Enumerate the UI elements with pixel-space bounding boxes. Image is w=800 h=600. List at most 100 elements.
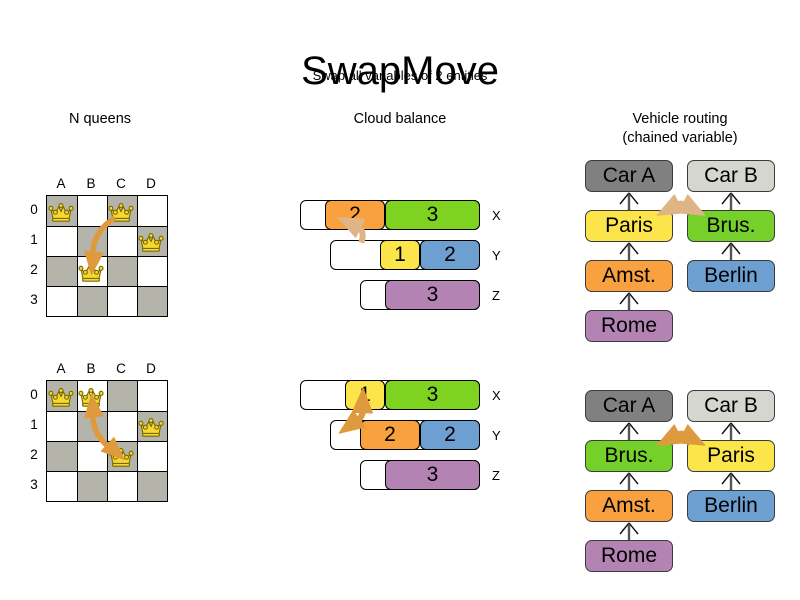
cloud-bar-label-after-Z: Z xyxy=(492,468,500,483)
vr-before-a-link-1 xyxy=(619,192,639,210)
cloud-segment-after-Y-1[interactable]: 2 xyxy=(420,420,480,450)
vr-after-a-node-0[interactable]: Car A xyxy=(585,390,673,422)
board-after-column-label-A: A xyxy=(56,361,66,376)
cloud-bar-label-after-Y: Y xyxy=(492,428,501,443)
vr-after-a-link-1 xyxy=(619,422,639,440)
board-before-queen-D1[interactable] xyxy=(137,226,165,254)
board-after-gridline-v-3 xyxy=(136,381,138,501)
vr-before-a-link-3 xyxy=(619,292,639,310)
board-before-row-label-2: 2 xyxy=(30,262,38,277)
vr-before-swap-arrow xyxy=(656,194,706,216)
board-after-cell-D2[interactable] xyxy=(137,441,167,471)
board-before-cell-A1[interactable] xyxy=(47,226,77,256)
cloud-bar-label-before-Y: Y xyxy=(492,248,501,263)
vr-before-b-node-2[interactable]: Berlin xyxy=(687,260,775,292)
board-before-queen-A0[interactable] xyxy=(47,196,75,224)
vr-after-swap-arrow xyxy=(656,424,706,446)
board-after-cell-A1[interactable] xyxy=(47,411,77,441)
board-after-cell-B3[interactable] xyxy=(77,471,107,501)
board-after-column-label-B: B xyxy=(86,361,96,376)
vr-after-a-link-2 xyxy=(619,472,639,490)
section-title-vehicle-routing-line2: (chained variable) xyxy=(622,130,738,146)
board-after-queen-B0[interactable] xyxy=(77,381,105,409)
board-after-cell-A3[interactable] xyxy=(47,471,77,501)
vr-after-a-node-2[interactable]: Amst. xyxy=(585,490,673,522)
board-after-column-label-C: C xyxy=(116,361,126,376)
board-before-cell-C2[interactable] xyxy=(107,256,137,286)
cloud-bar-label-after-X: X xyxy=(492,388,501,403)
board-before-row-label-0: 0 xyxy=(30,202,38,217)
board-after-row-label-2: 2 xyxy=(30,447,38,462)
vr-after-b-node-1[interactable]: Paris xyxy=(687,440,775,472)
board-after-column-label-D: D xyxy=(146,361,156,376)
board-after-swap-arrow xyxy=(84,394,125,461)
vr-before-a-link-2 xyxy=(619,242,639,260)
board-before-swap-arrow xyxy=(84,215,117,275)
cloud-segment-after-X-1[interactable]: 3 xyxy=(385,380,480,410)
board-before-column-label-B: B xyxy=(86,176,96,191)
cloud-segment-before-X-1[interactable]: 3 xyxy=(385,200,480,230)
board-before-row-label-1: 1 xyxy=(30,232,38,247)
cloud-swap-arrow-before xyxy=(337,217,366,244)
board-after-queen-A0[interactable] xyxy=(47,381,75,409)
vr-before-b-node-0[interactable]: Car B xyxy=(687,160,775,192)
cloud-segment-after-Y-0[interactable]: 2 xyxy=(360,420,420,450)
cloud-bar-label-before-X: X xyxy=(492,208,501,223)
board-before-cell-B3[interactable] xyxy=(77,286,107,316)
board-before-cell-B0[interactable] xyxy=(77,196,107,226)
vr-before-a-node-2[interactable]: Amst. xyxy=(585,260,673,292)
board-before-column-label-C: C xyxy=(116,176,126,191)
board-before-gridline-h-2 xyxy=(47,255,167,257)
board-after-cell-C1[interactable] xyxy=(107,411,137,441)
page-title: SwapMove xyxy=(301,48,499,93)
vr-after-b-node-2[interactable]: Berlin xyxy=(687,490,775,522)
vr-after-b-link-2 xyxy=(721,472,741,490)
vr-before-a-node-3[interactable]: Rome xyxy=(585,310,673,342)
board-after-row-label-1: 1 xyxy=(30,417,38,432)
board-after-cell-C3[interactable] xyxy=(107,471,137,501)
board-before-cell-C1[interactable] xyxy=(107,226,137,256)
vr-before-b-link-2 xyxy=(721,242,741,260)
board-before-column-label-D: D xyxy=(146,176,156,191)
page-subtitle: Swap all variables of 2 entities xyxy=(312,68,488,83)
board-after-row-label-0: 0 xyxy=(30,387,38,402)
board-before-cell-C3[interactable] xyxy=(107,286,137,316)
board-before-column-label-A: A xyxy=(56,176,66,191)
board-before-gridline-v-3 xyxy=(136,196,138,316)
board-after-gridline-h-2 xyxy=(47,440,167,442)
board-before-cell-D0[interactable] xyxy=(137,196,167,226)
vr-after-a-node-1[interactable]: Brus. xyxy=(585,440,673,472)
board-after-gridline-h-3 xyxy=(47,470,167,472)
vr-before-a-node-0[interactable]: Car A xyxy=(585,160,673,192)
vr-after-a-link-3 xyxy=(619,522,639,540)
board-after-queen-D1[interactable] xyxy=(137,411,165,439)
board-before-gridline-h-3 xyxy=(47,285,167,287)
section-title-n-queens: N queens xyxy=(68,111,132,127)
board-after-cell-D0[interactable] xyxy=(137,381,167,411)
vr-after-a-node-3[interactable]: Rome xyxy=(585,540,673,572)
board-after-row-label-3: 3 xyxy=(30,477,38,492)
board-before-cell-D2[interactable] xyxy=(137,256,167,286)
section-title-cloud-balance: Cloud balance xyxy=(353,111,447,127)
board-after-cell-A2[interactable] xyxy=(47,441,77,471)
board-before-cell-A2[interactable] xyxy=(47,256,77,286)
board-before-cell-A3[interactable] xyxy=(47,286,77,316)
cloud-swap-arrow-after xyxy=(338,387,374,434)
cloud-bar-label-before-Z: Z xyxy=(492,288,500,303)
board-before-row-label-3: 3 xyxy=(30,292,38,307)
board-after-cell-B2[interactable] xyxy=(77,441,107,471)
board-after-cell-C0[interactable] xyxy=(107,381,137,411)
section-title-vehicle-routing: Vehicle routing (chained variable) xyxy=(600,110,760,148)
vr-before-b-link-1 xyxy=(721,192,741,210)
vr-after-b-node-0[interactable]: Car B xyxy=(687,390,775,422)
board-before-cell-D3[interactable] xyxy=(137,286,167,316)
section-title-vehicle-routing-line1: Vehicle routing xyxy=(632,111,728,127)
cloud-segment-before-Z-0[interactable]: 3 xyxy=(385,280,480,310)
cloud-segment-before-Y-0[interactable]: 1 xyxy=(380,240,420,270)
cloud-segment-before-Y-1[interactable]: 2 xyxy=(420,240,480,270)
vr-before-b-node-1[interactable]: Brus. xyxy=(687,210,775,242)
vr-after-b-link-1 xyxy=(721,422,741,440)
cloud-segment-after-Z-0[interactable]: 3 xyxy=(385,460,480,490)
board-before-queen-C0[interactable] xyxy=(107,196,135,224)
board-after-cell-D3[interactable] xyxy=(137,471,167,501)
